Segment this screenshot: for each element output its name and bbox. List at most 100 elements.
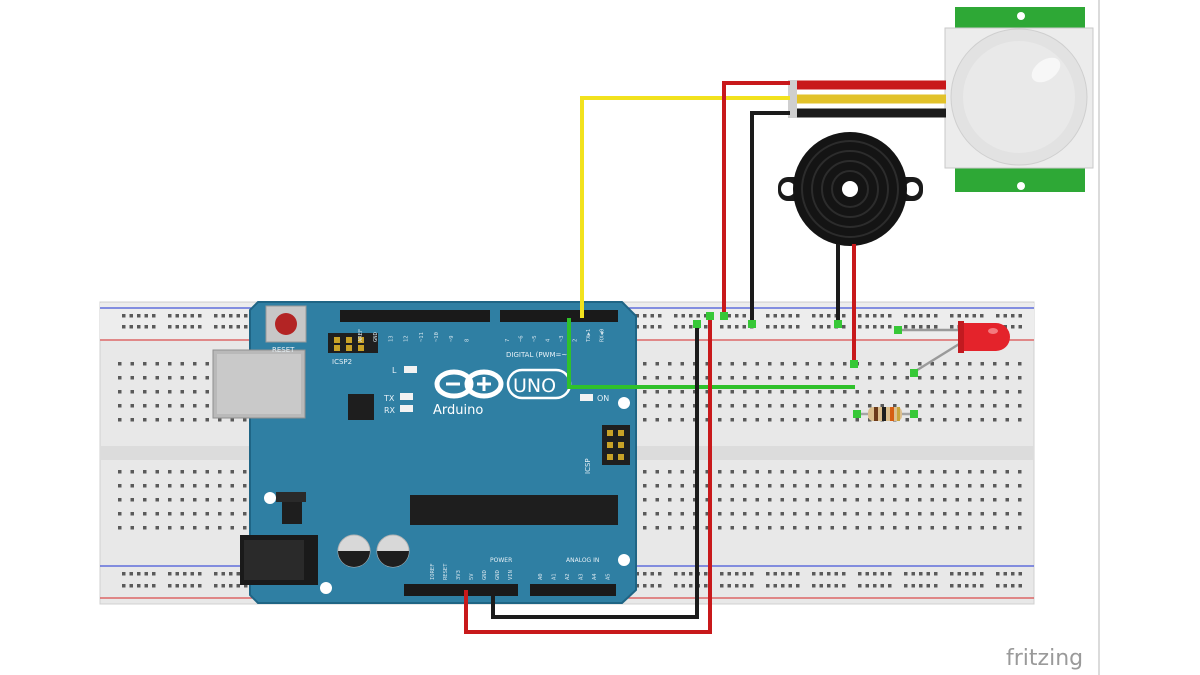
breadboard-hole <box>705 418 709 422</box>
breadboard-hole <box>643 498 647 502</box>
breadboard-hole <box>205 390 209 394</box>
breadboard-hole <box>183 584 187 588</box>
breadboard-hole <box>1003 584 1007 588</box>
power-header <box>404 584 518 596</box>
breadboard-hole <box>930 404 934 408</box>
breadboard-hole <box>943 390 947 394</box>
breadboard-hole <box>720 325 724 329</box>
breadboard-hole <box>943 526 947 530</box>
digital-pin-label: 8 <box>464 339 470 342</box>
breadboard-hole <box>793 418 797 422</box>
breadboard-hole <box>918 470 922 474</box>
mount-hole <box>320 582 332 594</box>
breadboard-hole <box>730 526 734 530</box>
breadboard-hole <box>650 325 654 329</box>
breadboard-hole <box>819 314 823 318</box>
breadboard-hole <box>980 376 984 380</box>
breadboard-hole <box>118 390 122 394</box>
breadboard-hole <box>137 572 141 576</box>
breadboard-hole <box>934 325 938 329</box>
breadboard-hole <box>643 572 647 576</box>
breadboard-hole <box>930 376 934 380</box>
breadboard-hole <box>1005 484 1009 488</box>
reset-button[interactable] <box>265 305 307 343</box>
breadboard-hole <box>643 314 647 318</box>
power-pin-label: RESET <box>443 563 449 580</box>
breadboard-hole <box>190 314 194 318</box>
breadboard-hole <box>893 526 897 530</box>
breadboard-hole <box>743 362 747 366</box>
breadboard-hole <box>780 376 784 380</box>
breadboard-hole <box>221 572 225 576</box>
breadboard-hole <box>918 362 922 366</box>
breadboard-hole <box>868 526 872 530</box>
breadboard-hole <box>1018 484 1022 488</box>
breadboard-hole <box>858 325 862 329</box>
breadboard-hole <box>968 470 972 474</box>
breadboard-hole <box>742 325 746 329</box>
breadboard-hole <box>680 376 684 380</box>
breadboard-hole <box>766 314 770 318</box>
breadboard-hole <box>780 404 784 408</box>
breadboard-hole <box>643 376 647 380</box>
breadboard-hole <box>905 390 909 394</box>
breadboard-hole <box>950 325 954 329</box>
breadboard-hole <box>868 362 872 366</box>
breadboard-hole <box>130 526 134 530</box>
led-rx-indicator <box>400 405 413 412</box>
breadboard-hole <box>818 484 822 488</box>
breadboard-hole <box>635 325 639 329</box>
breadboard-hole <box>855 376 859 380</box>
breadboard-hole <box>655 512 659 516</box>
breadboard-hole <box>893 470 897 474</box>
breadboard-hole <box>955 404 959 408</box>
breadboard-hole <box>905 404 909 408</box>
breadboard-hole <box>950 572 954 576</box>
green-output-wire <box>567 318 855 389</box>
breadboard-hole <box>130 484 134 488</box>
breadboard-hole <box>693 526 697 530</box>
breadboard-hole <box>704 572 708 576</box>
breadboard-hole <box>730 484 734 488</box>
breadboard-hole <box>768 498 772 502</box>
breadboard-hole <box>930 362 934 366</box>
breadboard-hole <box>793 470 797 474</box>
breadboard-hole <box>980 390 984 394</box>
breadboard-hole <box>155 390 159 394</box>
breadboard-hole <box>880 526 884 530</box>
breadboard-hole <box>655 404 659 408</box>
breadboard-hole <box>693 470 697 474</box>
breadboard-hole <box>880 325 884 329</box>
breadboard-hole <box>980 314 984 318</box>
breadboard-hole <box>1005 526 1009 530</box>
power-pin-label: 5V <box>469 573 475 580</box>
breadboard-hole <box>193 526 197 530</box>
breadboard-hole <box>122 325 126 329</box>
breadboard-hole <box>137 325 141 329</box>
breadboard-hole <box>705 362 709 366</box>
breadboard-hole <box>755 390 759 394</box>
reset-label: RESET <box>272 346 295 354</box>
breadboard-hole <box>718 470 722 474</box>
breadboard-hole <box>968 512 972 516</box>
breadboard-hole <box>793 404 797 408</box>
breadboard-hole <box>793 498 797 502</box>
breadboard-hole <box>955 470 959 474</box>
breadboard-hole <box>144 584 148 588</box>
breadboard-hole <box>221 584 225 588</box>
breadboard-hole <box>893 390 897 394</box>
breadboard-hole <box>873 584 877 588</box>
breadboard-hole <box>855 390 859 394</box>
breadboard-hole <box>858 572 862 576</box>
breadboard-hole <box>955 362 959 366</box>
breadboard-hole <box>155 484 159 488</box>
breadboard-hole <box>152 572 156 576</box>
breadboard-hole <box>911 572 915 576</box>
breadboard-hole <box>674 584 678 588</box>
capacitor <box>376 534 410 568</box>
breadboard-hole <box>834 572 838 576</box>
breadboard-hole <box>868 390 872 394</box>
digital-pin-label: RX◀0 <box>600 329 606 342</box>
breadboard-hole <box>768 362 772 366</box>
